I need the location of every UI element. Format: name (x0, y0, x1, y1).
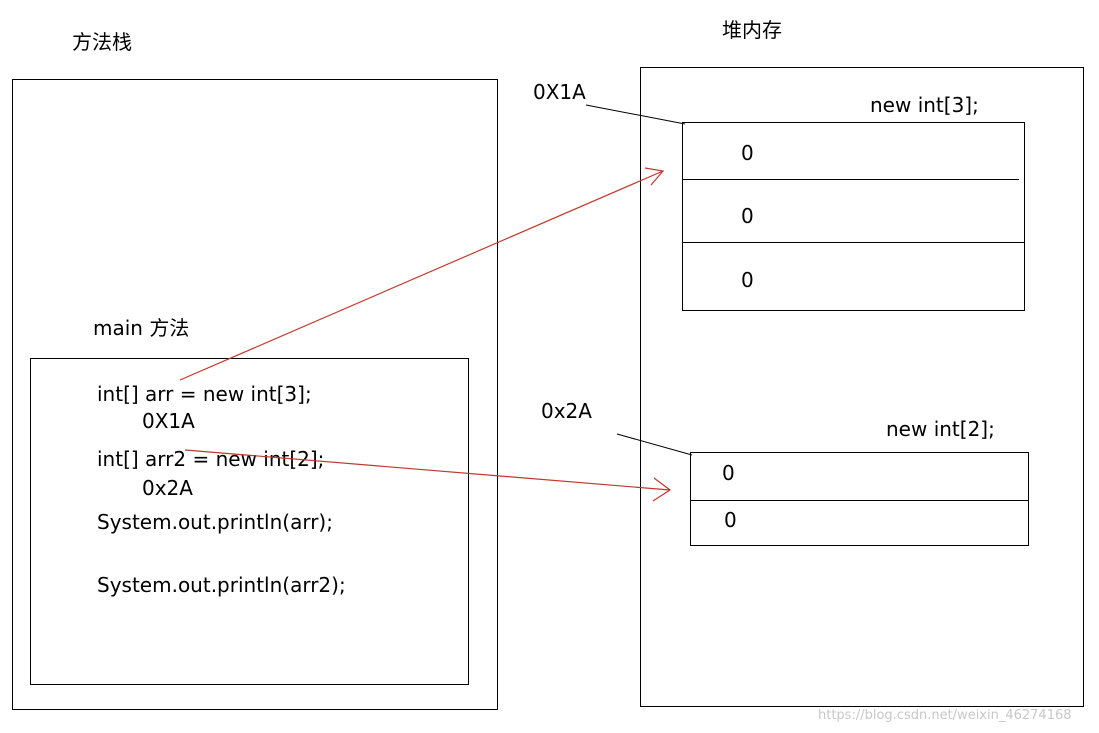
array1-cell-2: 0 (741, 268, 754, 292)
heap-frame (640, 67, 1084, 707)
code-line-print-arr: System.out.println(arr); (97, 510, 333, 534)
stack-frame (12, 79, 498, 710)
array1-cell-divider (683, 179, 1019, 180)
array1-label: new int[3]; (870, 93, 979, 117)
array2-block (690, 452, 1029, 546)
array1-cell-1: 0 (741, 204, 754, 228)
array1-address: 0X1A (533, 80, 586, 104)
code-line-arr-address: 0X1A (142, 409, 195, 433)
stack-title: 方法栈 (72, 30, 132, 54)
main-method-label: main 方法 (93, 316, 190, 340)
code-line-arr-decl: int[] arr = new int[3]; (97, 382, 312, 406)
array1-cell-0: 0 (741, 141, 754, 165)
array2-label: new int[2]; (886, 417, 995, 441)
code-line-arr2-decl: int[] arr2 = new int[2]; (97, 447, 325, 471)
array2-cell-1: 0 (724, 508, 737, 532)
array2-address: 0x2A (541, 399, 592, 423)
array2-cell-0: 0 (722, 461, 735, 485)
array1-block (682, 122, 1025, 311)
array1-cell-divider (683, 242, 1024, 243)
array2-cell-divider (691, 500, 1028, 501)
code-line-arr2-address: 0x2A (142, 476, 193, 500)
code-line-print-arr2: System.out.println(arr2); (97, 573, 346, 597)
heap-title: 堆内存 (722, 18, 782, 42)
watermark: https://blog.csdn.net/weixin_46274168 (818, 708, 1072, 723)
